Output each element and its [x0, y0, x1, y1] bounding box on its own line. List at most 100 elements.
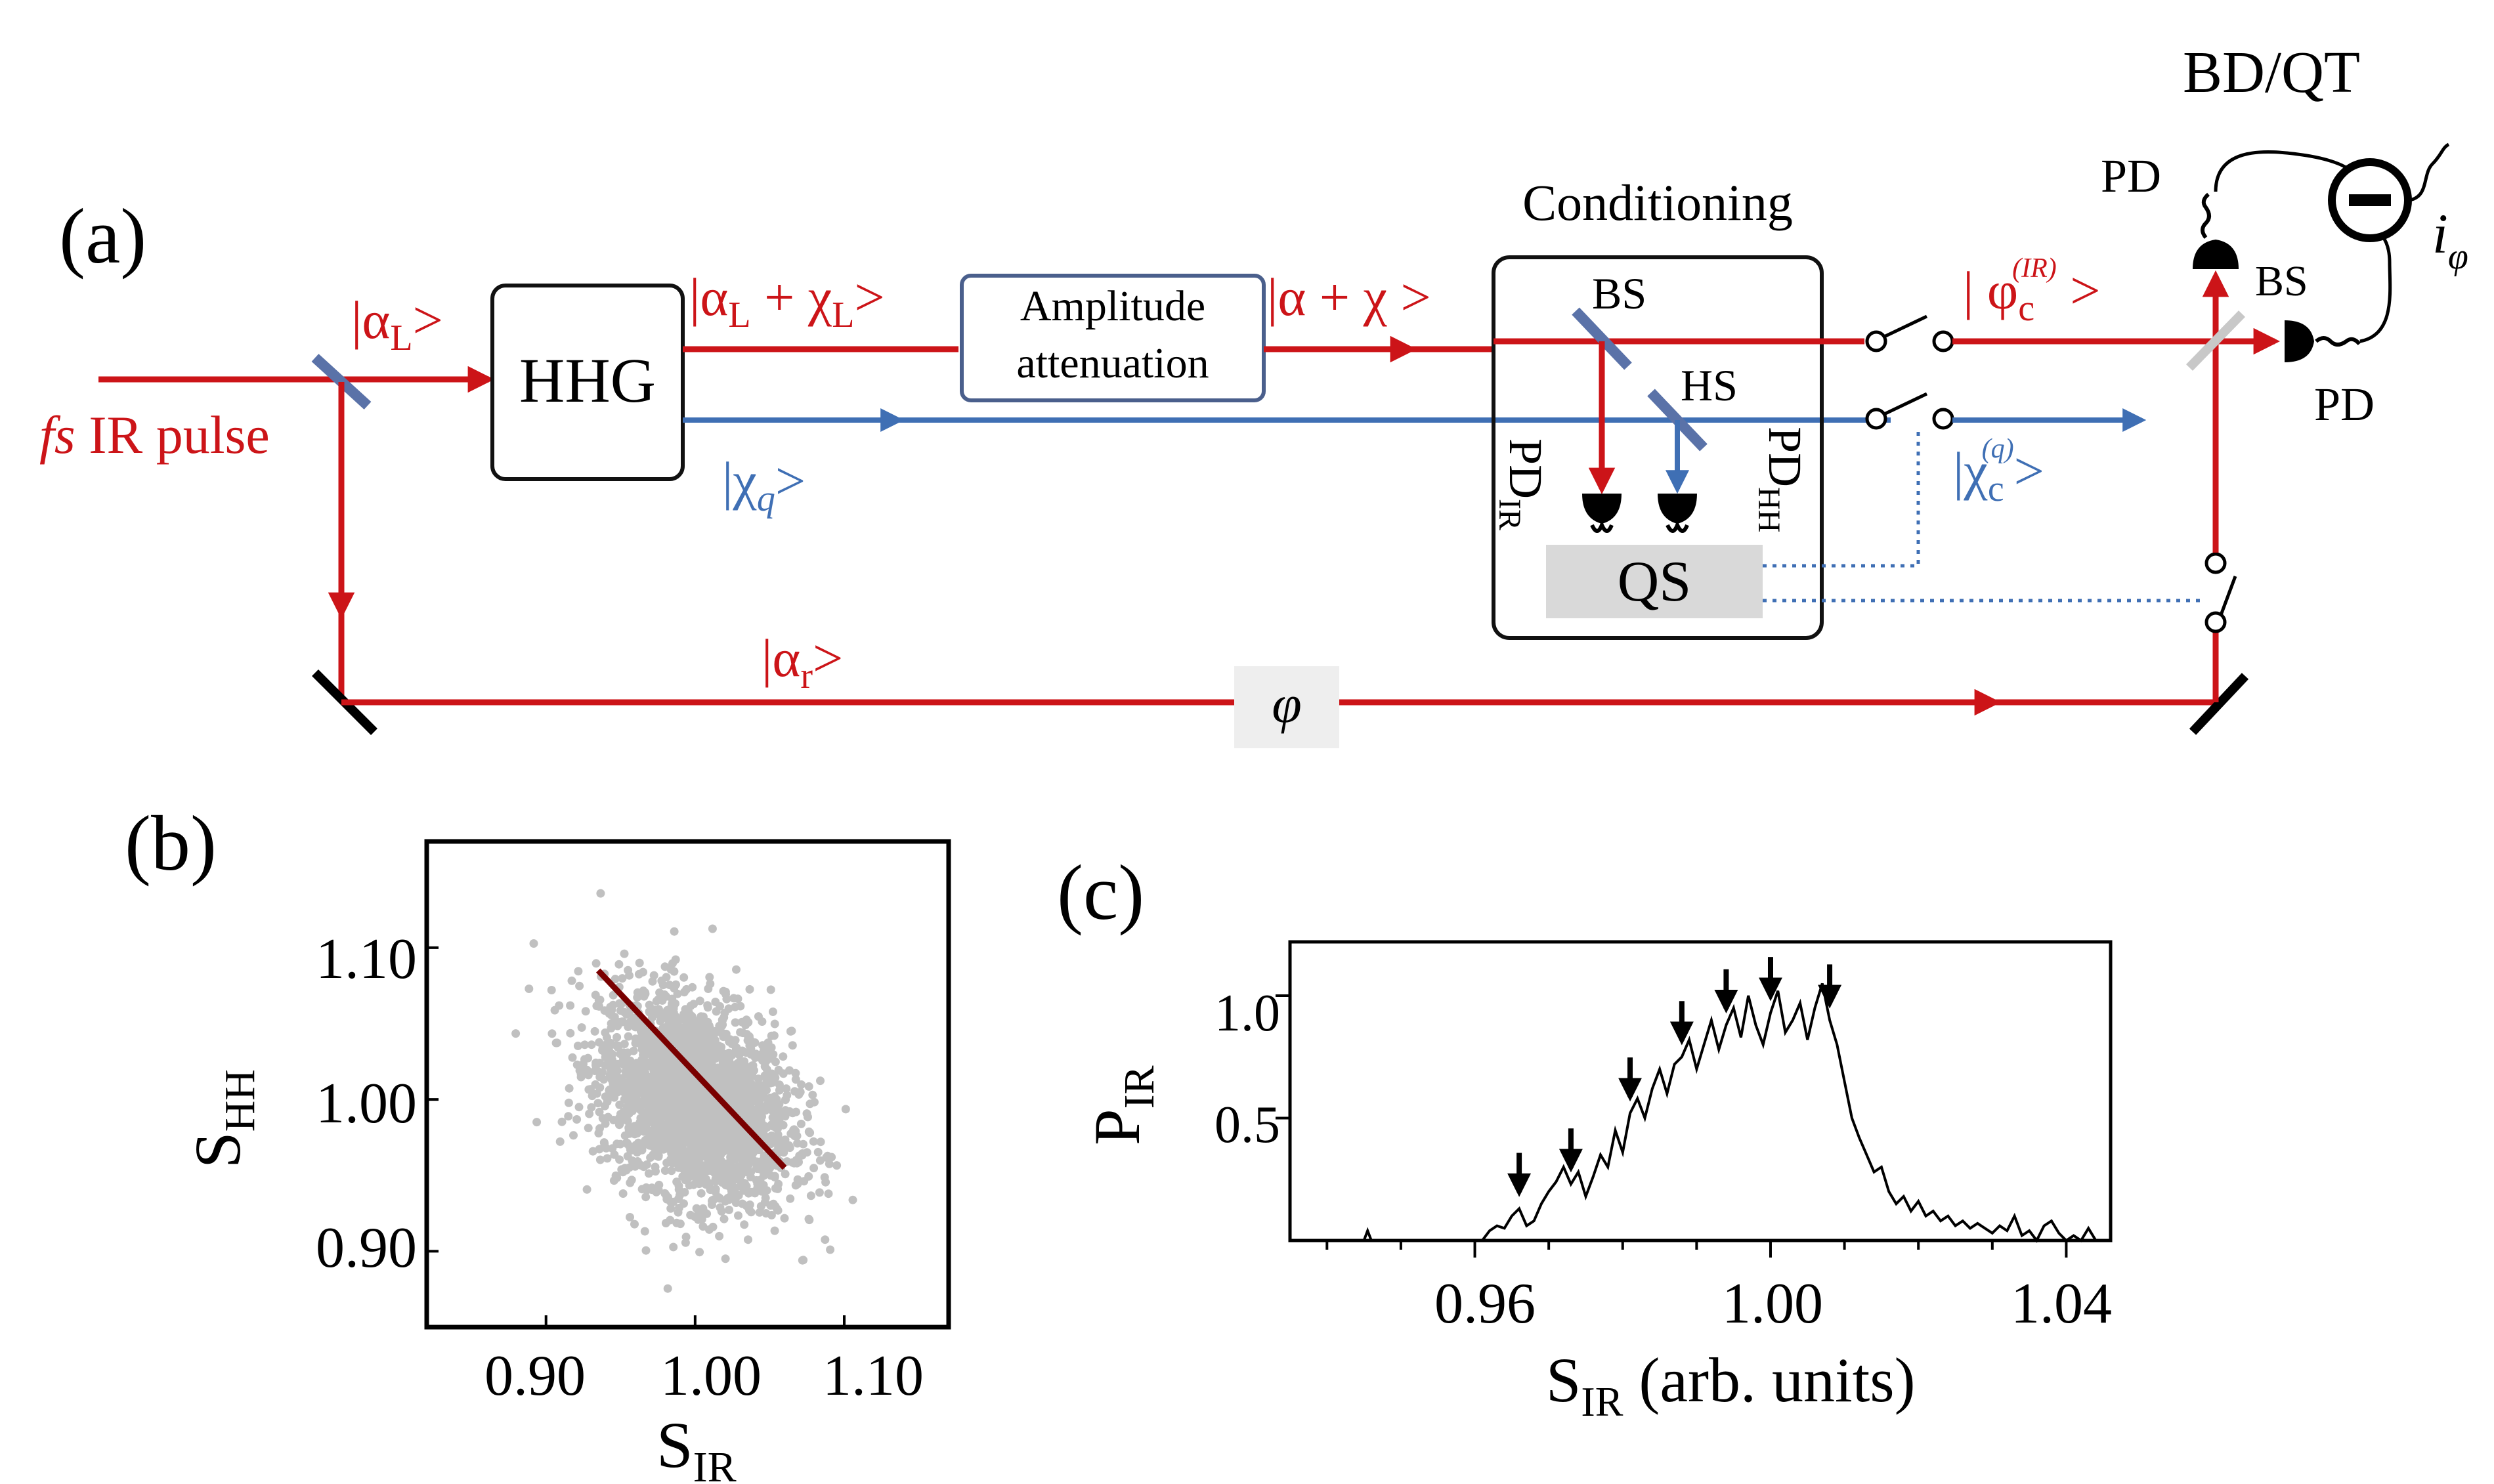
pd-ir-detector-icon: [1582, 494, 1622, 533]
scatter-point: [679, 1045, 689, 1054]
subtractor-icon: [2328, 158, 2412, 242]
scatter-point: [645, 1086, 654, 1095]
scatter-point: [678, 1071, 687, 1080]
scatter-point: [731, 1044, 741, 1053]
scatter-point: [622, 1010, 631, 1019]
scatter-point: [674, 1092, 683, 1101]
state-alpha-r: |αr>: [762, 628, 843, 696]
panel-b-scatter: (b) 1.10 1.00 0.90 0.90 1.00 1.10 SHH SI…: [125, 799, 951, 1484]
scatter-point: [639, 992, 649, 1001]
scatter-point: [760, 1045, 769, 1054]
pd-hh-label: PDHH: [1752, 427, 1811, 532]
scatter-point: [769, 1115, 779, 1124]
scatter-point: [690, 1212, 699, 1221]
scatter-point: [674, 1203, 683, 1212]
pd-hh-detector-icon: [1658, 494, 1697, 533]
scatter-point: [595, 1107, 604, 1116]
scatter-point: [529, 939, 538, 948]
scatter-point: [738, 1109, 746, 1118]
scatter-point: [813, 1147, 823, 1156]
pd-top-label: PD: [2101, 150, 2161, 202]
scatter-point: [771, 1202, 780, 1211]
scatter-point: [793, 1139, 802, 1148]
scatter-point: [639, 1121, 648, 1130]
scatter-point: [799, 1256, 808, 1265]
scatter-point: [699, 1107, 708, 1116]
scatter-point: [765, 1163, 775, 1172]
scatter-point: [687, 1028, 697, 1037]
scatter-point: [608, 1144, 617, 1153]
scatter-point: [695, 1052, 704, 1061]
hh-switch-icon: [1865, 392, 1954, 430]
scatter-point: [651, 1063, 660, 1072]
scatter-point: [644, 1105, 653, 1114]
scatter-point: [695, 996, 704, 1006]
scatter-point: [832, 1161, 842, 1170]
scatter-point: [574, 967, 583, 976]
qs-box: [1546, 545, 1763, 618]
scatter-point: [643, 1185, 651, 1195]
scatter-point: [666, 1090, 675, 1099]
scatter-point: [697, 1013, 706, 1022]
scatter-point: [725, 1086, 734, 1095]
scatter-point: [718, 1020, 727, 1029]
scatter-point: [572, 1115, 582, 1124]
scatter-point: [636, 1027, 645, 1036]
scatter-point: [677, 1115, 686, 1124]
scatter-point: [825, 1159, 834, 1168]
panel-b-ylabel: SHH: [181, 1069, 264, 1168]
panel-c-xtick-2: 1.04: [2011, 1272, 2112, 1336]
panel-c-distribution: (c) 0.5 1.0 0.96 1.00 1.04 PIR SIR (arb.…: [1057, 849, 2113, 1425]
scatter-point: [769, 1031, 779, 1040]
scatter-point: [724, 1004, 733, 1013]
scatter-point: [665, 981, 674, 990]
scatter-point: [710, 1068, 720, 1077]
scatter-point: [548, 1029, 557, 1038]
scatter-point: [603, 1154, 612, 1163]
qs-label: QS: [1618, 550, 1692, 614]
scatter-point: [804, 1113, 812, 1122]
scatter-point: [658, 981, 668, 990]
scatter-point: [791, 1181, 800, 1190]
scatter-point: [654, 1044, 662, 1053]
scatter-point: [695, 1160, 703, 1169]
scatter-point: [647, 1007, 656, 1016]
scatter-point: [656, 1086, 665, 1095]
scatter-point: [848, 1195, 857, 1204]
scatter-point: [672, 1177, 681, 1187]
scatter-point: [725, 1205, 733, 1214]
scatter-point: [821, 1177, 830, 1187]
scatter-point: [595, 1145, 604, 1154]
scatter-point: [767, 1210, 776, 1219]
scatter-point: [682, 1078, 691, 1086]
scatter-point: [792, 1132, 802, 1141]
scatter-point: [644, 1169, 653, 1178]
scatter-point: [699, 1034, 708, 1044]
scatter-point: [574, 1103, 584, 1112]
scatter-point: [601, 1028, 610, 1037]
scatter-point: [670, 967, 679, 976]
scatter-point: [595, 995, 605, 1004]
pd-right-label: PD: [2314, 378, 2375, 431]
wire-right: [2359, 224, 2392, 343]
state-alpha-chi: |α + χ >: [1267, 267, 1431, 327]
scatter-point: [525, 985, 534, 993]
scatter-point: [685, 1166, 695, 1176]
scatter-point: [635, 1069, 645, 1078]
scatter-point: [697, 1189, 706, 1198]
scatter-point: [772, 1095, 781, 1104]
scatter-point: [741, 1021, 750, 1030]
scatter-point: [649, 1126, 658, 1135]
scatter-point: [641, 1246, 651, 1255]
panel-c-ticks: [1276, 994, 2068, 1258]
scatter-point: [679, 1108, 689, 1117]
scatter-point: [565, 1084, 574, 1093]
scatter-point: [716, 1156, 725, 1165]
scatter-point: [698, 1126, 707, 1135]
scatter-point: [722, 994, 731, 1004]
scatter-point: [720, 1013, 729, 1022]
scatter-point: [708, 924, 717, 933]
hs-label: HS: [1681, 360, 1738, 410]
scatter-point: [733, 1079, 742, 1088]
